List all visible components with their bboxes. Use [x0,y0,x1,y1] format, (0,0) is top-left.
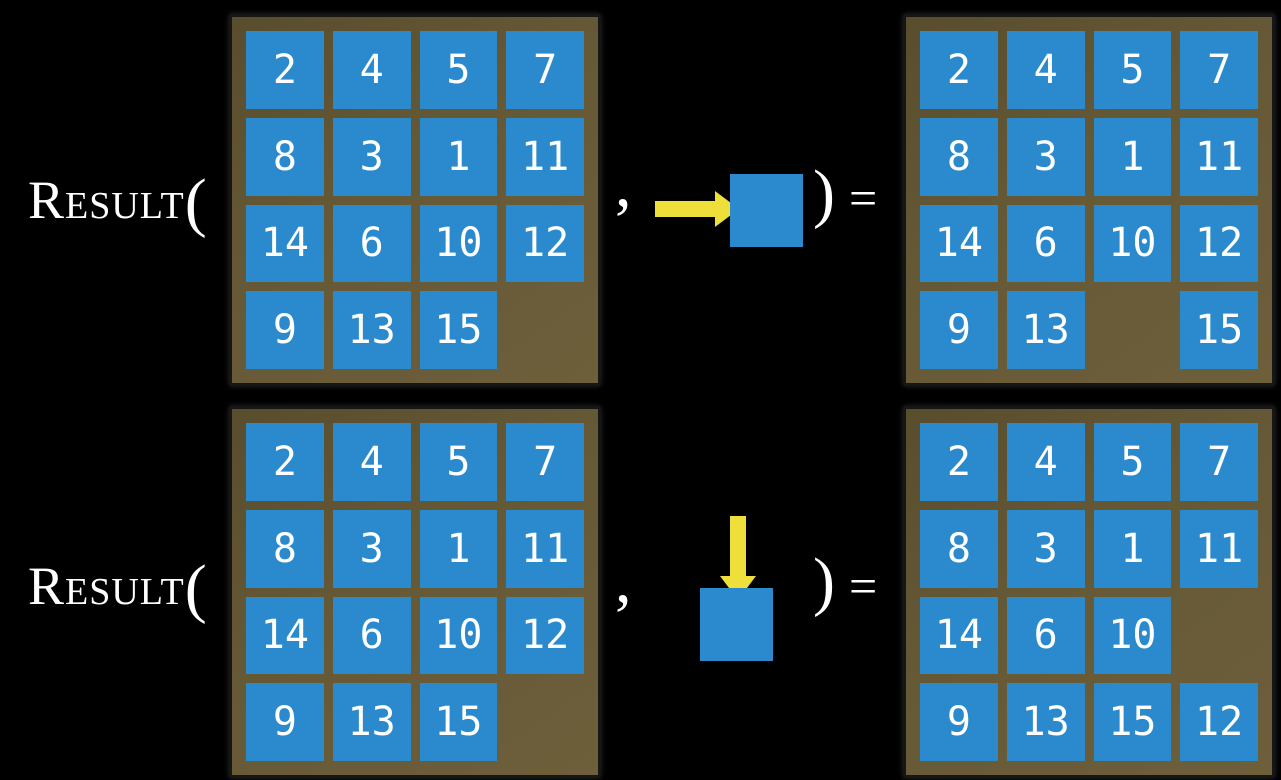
tile-2: 2 [920,423,998,501]
function-call-label: Result( [28,556,207,622]
tile-8: 8 [246,509,324,588]
tile-14: 14 [246,596,324,675]
tile-10: 10 [419,596,498,675]
tile-15: 15 [1180,291,1258,369]
tile-13: 13 [1006,291,1085,369]
function-name: Result [28,556,185,616]
close-paren-equals: )= [813,549,877,615]
tile-7: 7 [1180,423,1258,501]
tile-9: 9 [246,291,324,369]
arrow-right-icon [655,189,739,229]
blank-cell [506,683,584,761]
tile-4: 4 [332,31,411,109]
tile-14: 14 [920,204,998,283]
open-paren: ( [184,552,207,625]
tile-15: 15 [419,683,498,761]
tile-3: 3 [332,117,411,196]
tile-7: 7 [506,423,584,501]
open-paren: ( [184,166,207,239]
tile-9: 9 [246,683,324,761]
tile-1: 1 [1093,117,1172,196]
tile-14: 14 [246,204,324,283]
tile-12: 12 [1180,204,1258,283]
close-paren-equals: )= [813,161,877,227]
tile-8: 8 [920,509,998,588]
tile-9: 9 [920,291,998,369]
tile-8: 8 [920,117,998,196]
tile-5: 5 [1093,31,1172,109]
tile-11: 11 [506,509,584,588]
blank-cell [1094,291,1172,369]
tile-6: 6 [1006,204,1085,283]
tile-5: 5 [419,31,498,109]
function-call-label: Result( [28,170,207,236]
tile-4: 4 [1006,31,1085,109]
tile-13: 13 [1006,683,1085,761]
tile-6: 6 [332,204,411,283]
tile-8: 8 [246,117,324,196]
tile-6: 6 [1006,596,1085,675]
tile-2: 2 [246,423,324,501]
tile-15: 15 [419,291,498,369]
equals-sign: = [848,170,878,226]
blank-cell [506,291,584,369]
tile-2: 2 [920,31,998,109]
tile-12: 12 [506,596,584,675]
close-paren: ) [813,545,835,618]
equals-sign: = [848,558,878,614]
tile-10: 10 [1093,596,1172,675]
tile-3: 3 [1006,509,1085,588]
tile-3: 3 [1006,117,1085,196]
tile-15: 15 [1093,683,1172,761]
tile-7: 7 [506,31,584,109]
tile-1: 1 [1093,509,1172,588]
tile-14: 14 [920,596,998,675]
tile-13: 13 [332,683,411,761]
moved-tile-square [700,588,773,661]
comma-separator: , [615,544,632,617]
tile-7: 7 [1180,31,1258,109]
tile-2: 2 [246,31,324,109]
close-paren: ) [813,157,835,230]
moved-tile-square [730,174,803,247]
function-name: Result [28,170,185,230]
tile-5: 5 [1093,423,1172,501]
blank-cell [1180,597,1258,675]
tile-11: 11 [1180,117,1258,196]
tile-10: 10 [419,204,498,283]
tile-10: 10 [1093,204,1172,283]
tile-1: 1 [419,117,498,196]
tile-4: 4 [332,423,411,501]
tile-6: 6 [332,596,411,675]
comma-separator: , [615,148,632,221]
tile-12: 12 [1180,683,1258,761]
tile-11: 11 [506,117,584,196]
tile-11: 11 [1180,509,1258,588]
tile-3: 3 [332,509,411,588]
tile-13: 13 [332,291,411,369]
tile-4: 4 [1006,423,1085,501]
tile-1: 1 [419,509,498,588]
tile-12: 12 [506,204,584,283]
tile-9: 9 [920,683,998,761]
tile-5: 5 [419,423,498,501]
